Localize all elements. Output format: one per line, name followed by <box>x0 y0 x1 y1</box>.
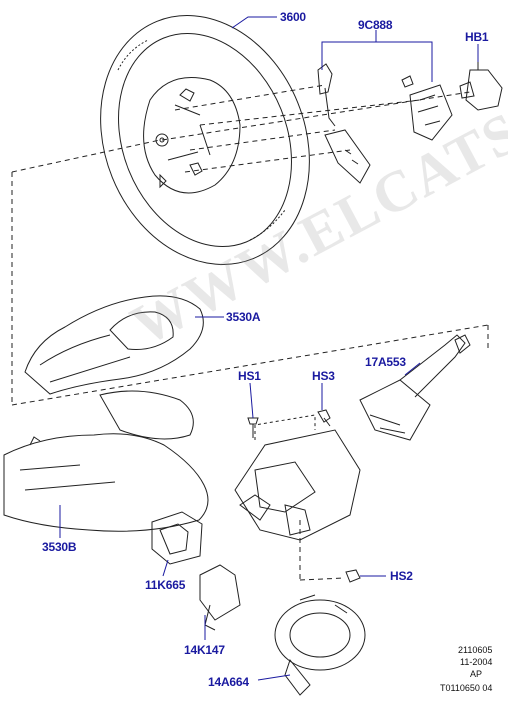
harness-14k147 <box>199 564 241 631</box>
footer-ref: T0110650 04 <box>440 683 493 693</box>
callout-3530b: 3530B <box>42 540 77 554</box>
steering-wheel <box>100 15 310 265</box>
footer-flag: AP <box>470 669 483 679</box>
leader-lines <box>59 16 479 681</box>
projection-lines <box>11 84 489 581</box>
callout-17a553: 17A553 <box>365 355 406 369</box>
callout-14a664: 14A664 <box>208 675 249 689</box>
callout-9c888: 9C888 <box>358 18 393 32</box>
lower-shroud-3530b <box>3 390 209 532</box>
clockspring-14a664 <box>274 594 366 696</box>
footer-code: 2110605 <box>458 645 493 655</box>
callout-3530a: 3530A <box>226 310 261 324</box>
callout-11k665: 11K665 <box>145 578 186 592</box>
callout-3600: 3600 <box>280 10 306 24</box>
callout-14k147: 14K147 <box>184 643 225 657</box>
callout-hs1: HS1 <box>238 369 261 383</box>
callout-hs3: HS3 <box>312 369 335 383</box>
callout-hs2: HS2 <box>390 569 413 583</box>
horn-switch-hb1 <box>459 62 503 111</box>
multifunction-switch-body <box>234 414 361 541</box>
upper-shroud-3530a <box>24 295 204 395</box>
switch-11k665 <box>151 511 203 565</box>
wiper-stalk-17a553 <box>359 334 471 441</box>
switch-assembly-9c888 <box>317 63 453 184</box>
screws <box>247 409 361 583</box>
callout-hb1: HB1 <box>465 30 489 44</box>
footer-date: 11-2004 <box>460 657 493 667</box>
